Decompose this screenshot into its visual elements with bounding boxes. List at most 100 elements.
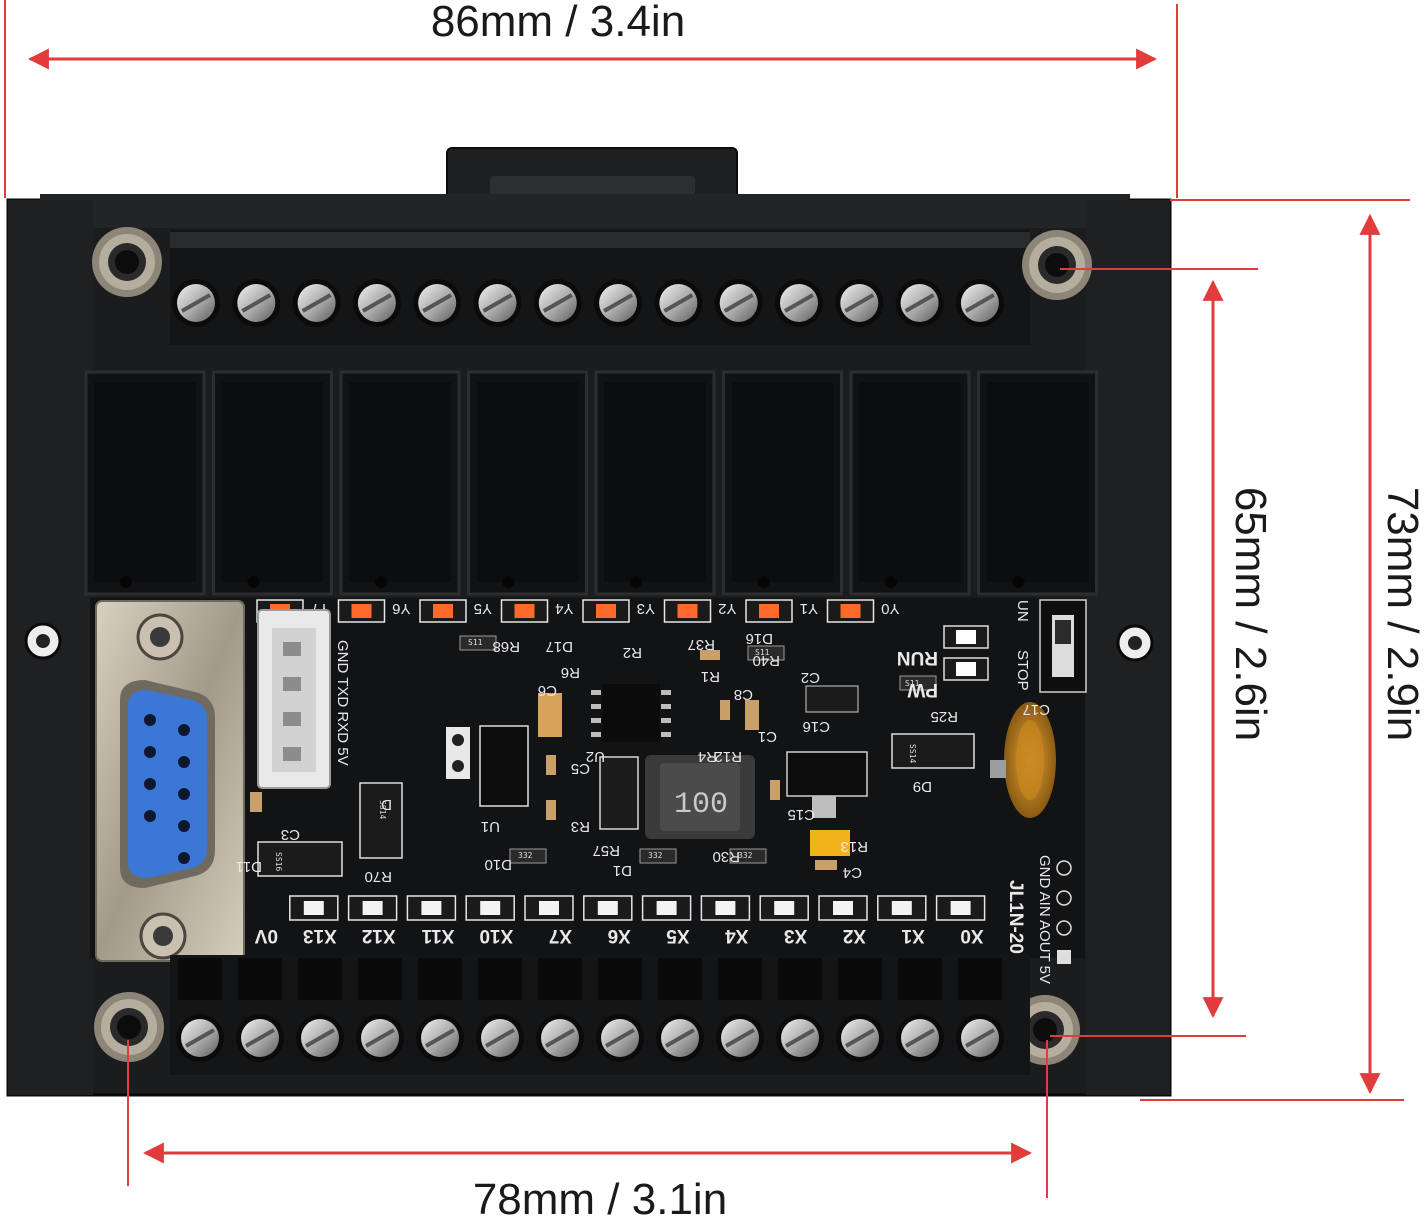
terminal-screw [292, 279, 341, 327]
terminal-screw [416, 1014, 464, 1062]
component-designator: R40 [752, 652, 780, 669]
top-screw-row [172, 279, 1004, 327]
component-designator: R12 [714, 748, 742, 765]
component-designator: R13 [840, 838, 868, 855]
bottom-screw-row [176, 1014, 1004, 1062]
terminal-screw [956, 1014, 1004, 1062]
relay [849, 370, 971, 596]
terminal-screw [172, 279, 220, 327]
dimension-annotations: 86mm / 3.4in 78mm / 3.1in 65mm / 2.6in 7… [4, 0, 1426, 1222]
component-designator: D9 [913, 778, 932, 795]
inductor-value: 100 [674, 788, 728, 822]
terminal-slot [238, 958, 282, 1000]
inner-height-label: 65mm / 2.6in [1226, 487, 1275, 741]
component-designator: D11 [236, 858, 262, 875]
output-label: Y6 [392, 600, 410, 617]
terminal-screw [596, 1014, 644, 1062]
terminal-slot [298, 958, 342, 1000]
eyelet-top-left [92, 227, 162, 297]
led-lens [421, 901, 442, 915]
terminal-screw [296, 1014, 344, 1062]
input-label: X10 [479, 925, 513, 946]
relay-row [84, 370, 1098, 596]
input-label: X5 [666, 925, 690, 946]
relay [212, 370, 333, 596]
led-lens [715, 901, 736, 915]
chip-marking: S11 [468, 638, 483, 647]
terminal-screw [533, 279, 582, 327]
terminal-screw [836, 1014, 884, 1062]
led-lens [833, 901, 853, 915]
component-designator: C4 [843, 864, 862, 881]
terminal-slot [718, 958, 762, 1000]
chip-marking: SS14 [378, 800, 387, 819]
chip-marking: 332 [738, 851, 753, 860]
component-designator: C1 [758, 728, 777, 745]
switch-label-stop: STOP [1014, 650, 1031, 691]
component-designator: R30 [712, 848, 740, 865]
component-designator: U1 [481, 818, 500, 835]
led-lens [677, 604, 698, 618]
led-lens [303, 901, 324, 915]
terminal-slot [958, 958, 1002, 1000]
output-label: Y4 [555, 600, 573, 617]
analog-header [1056, 860, 1072, 964]
output-label: Y1 [800, 600, 818, 617]
component-designator: R2 [623, 644, 642, 661]
output-led-row [256, 599, 875, 623]
input-led [583, 895, 633, 921]
relay [84, 370, 206, 596]
component-designator: R3 [571, 818, 590, 835]
output-label: Y3 [637, 600, 655, 617]
led-lens [596, 604, 616, 618]
terminal-screw [594, 279, 643, 327]
terminal-slot [178, 958, 222, 1000]
component-designator: R4 [698, 748, 717, 765]
relay [467, 370, 588, 596]
component-designator: D10 [484, 856, 512, 873]
terminal-screw [356, 1014, 404, 1062]
top-terminal-block [170, 230, 1030, 345]
component-designator: U2 [586, 748, 605, 765]
led-lens [774, 901, 795, 915]
inductor: 100 [645, 755, 755, 839]
input-label: X0 [960, 925, 983, 946]
relay [722, 370, 843, 596]
relay [977, 370, 1098, 596]
eyelet-top-right [1022, 230, 1092, 300]
chip-marking: S11 [905, 679, 920, 688]
terminal-slot [538, 958, 582, 1000]
terminal-screw [776, 1014, 824, 1062]
terminal-screw [656, 1014, 704, 1062]
terminal-slot [418, 958, 462, 1000]
bottom-terminal-block [170, 955, 1030, 1075]
input-led [759, 895, 809, 921]
component-designator: R1 [701, 668, 720, 685]
input-label: X4 [725, 925, 749, 946]
input-label: X7 [549, 925, 572, 946]
eyelet-bottom-left [94, 992, 164, 1062]
input-label: X11 [421, 925, 454, 946]
led-lens [597, 901, 618, 915]
component-designator: C2 [801, 669, 820, 686]
output-label: Y2 [718, 600, 736, 617]
top-width-label: 86mm / 3.4in [431, 0, 685, 46]
component-designator: C3 [281, 826, 300, 843]
terminal-slot [598, 958, 642, 1000]
led-lens [539, 901, 559, 915]
terminal-screw [473, 279, 522, 327]
analog-pin-label: GND AIN AOUT 5V [1036, 855, 1053, 984]
component-designator: R25 [930, 708, 958, 725]
led-lens [950, 901, 971, 915]
jst-connector [257, 609, 331, 789]
terminal-screw [654, 279, 703, 327]
status-leds [943, 625, 989, 681]
terminal-screw [895, 279, 944, 327]
led-lens [480, 901, 501, 915]
component-designator: D [381, 796, 392, 813]
input-label: 0V [254, 925, 278, 946]
terminal-slot [898, 958, 942, 1000]
terminal-screw [835, 279, 884, 327]
chip-marking: S11 [755, 648, 770, 657]
